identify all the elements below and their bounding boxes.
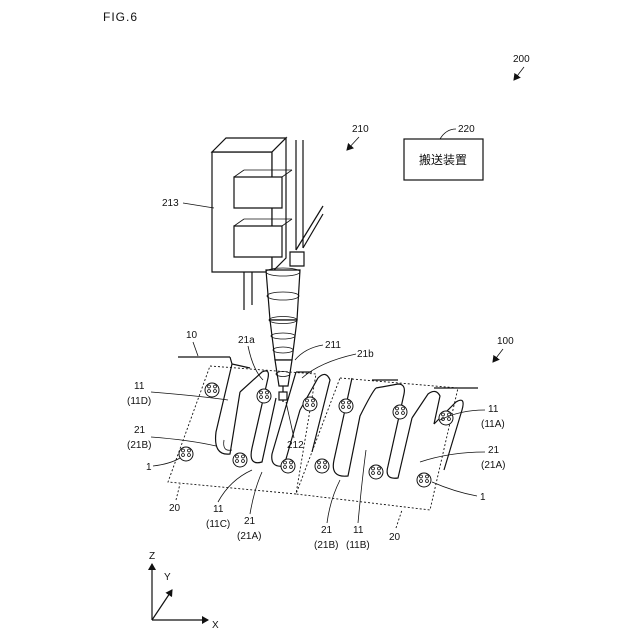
label-right-11: 11 xyxy=(488,404,499,415)
label-bottom-21a-sub: (21A) xyxy=(237,531,261,542)
leader-right-1 xyxy=(432,482,477,496)
label-220: 220 xyxy=(458,124,475,135)
label-bottom-11b: 11 xyxy=(353,525,364,536)
transport-device-label: 搬送装置 xyxy=(419,152,467,167)
leader-21a-top xyxy=(248,346,263,380)
label-left-11d: (11D) xyxy=(127,396,151,407)
screw-1 xyxy=(205,383,219,397)
arrow-100 xyxy=(493,349,503,362)
member-11b xyxy=(333,378,412,478)
label-21b-top: 21b xyxy=(357,349,374,360)
label-left-21: 21 xyxy=(134,425,146,436)
screw-3 xyxy=(303,397,317,411)
axes-triad xyxy=(152,564,208,620)
label-bottom-20: 20 xyxy=(389,532,401,543)
leader-bottom-21b xyxy=(327,480,340,523)
label-right-1: 1 xyxy=(480,492,486,503)
label-left-21b: (21B) xyxy=(127,440,151,451)
member-11a xyxy=(412,391,463,470)
label-bottom-11b-sub: (11B) xyxy=(346,540,370,551)
screw-5 xyxy=(393,405,407,419)
leader-left-20 xyxy=(176,484,180,500)
axis-y-label: Y xyxy=(164,572,171,583)
label-211: 211 xyxy=(325,340,341,351)
label-left-20: 20 xyxy=(169,503,181,514)
label-bottom-11c-sub: (11C) xyxy=(206,519,230,530)
leader-213 xyxy=(183,203,214,208)
screw-11 xyxy=(369,465,383,479)
screw-12 xyxy=(417,473,431,487)
label-213: 213 xyxy=(162,198,179,209)
label-200: 200 xyxy=(513,54,530,65)
leader-bottom-21a xyxy=(250,472,262,514)
leader-21b-top xyxy=(302,354,356,378)
label-bottom-11c: 11 xyxy=(213,504,224,515)
label-right-21a: (21A) xyxy=(481,460,505,471)
leader-bottom-11c xyxy=(218,470,252,502)
screw-7 xyxy=(179,447,193,461)
arrow-210 xyxy=(347,137,359,150)
screw-8 xyxy=(233,453,247,467)
leader-10 xyxy=(193,342,198,356)
axis-x-label: X xyxy=(212,620,219,631)
label-right-11a: (11A) xyxy=(481,419,505,430)
leader-right-21 xyxy=(420,452,485,462)
tool-nozzle xyxy=(266,268,300,402)
leader-211 xyxy=(295,345,323,360)
leader-left-21 xyxy=(151,437,216,446)
label-10: 10 xyxy=(186,330,198,341)
arrow-200 xyxy=(514,67,524,80)
label-21a-top: 21a xyxy=(238,335,255,346)
screw-4 xyxy=(339,399,353,413)
label-left-1: 1 xyxy=(146,462,152,473)
leader-212 xyxy=(286,402,294,438)
axis-z-label: Z xyxy=(149,551,155,562)
label-100: 100 xyxy=(497,336,514,347)
screw-10 xyxy=(315,459,329,473)
label-210: 210 xyxy=(352,124,369,135)
screw-6 xyxy=(439,411,453,425)
label-right-21: 21 xyxy=(488,445,500,456)
screw-2 xyxy=(257,389,271,403)
label-bottom-21b: 21 xyxy=(321,525,333,536)
label-left-11: 11 xyxy=(134,381,145,392)
leader-bottom-11b xyxy=(358,450,366,523)
tray-base xyxy=(168,357,478,510)
leader-220 xyxy=(440,129,456,139)
label-bottom-21a: 21 xyxy=(244,516,256,527)
member-11d xyxy=(216,364,276,463)
leader-bottom-20 xyxy=(396,510,402,528)
screw-9 xyxy=(281,459,295,473)
figure-label: FIG.6 xyxy=(103,10,138,24)
label-bottom-21b-sub: (21B) xyxy=(314,540,338,551)
